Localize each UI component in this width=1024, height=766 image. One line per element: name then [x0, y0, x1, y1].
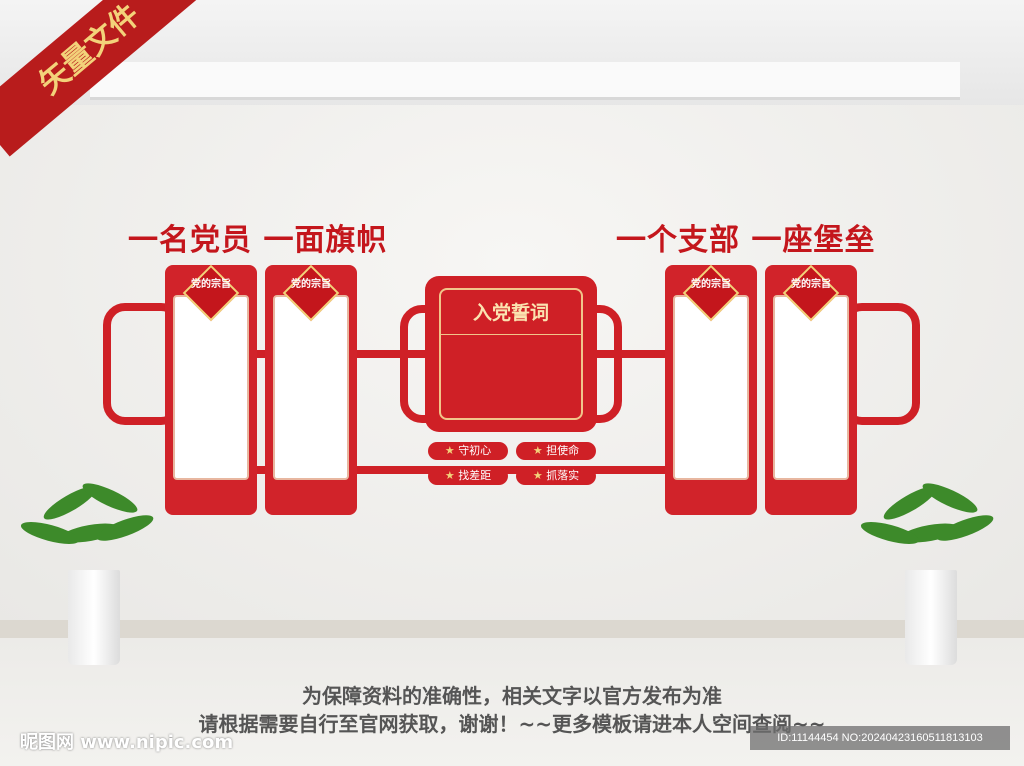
notice-line-2: 请根据需要自行至官网获取，谢谢！~~更多模板请进本人空间查阅~~: [198, 712, 826, 736]
pill-2: ★ 担使命: [516, 442, 596, 460]
ceiling: [0, 0, 1024, 110]
panel-3: 党的宗旨: [665, 264, 757, 515]
oath-board: 入党誓词: [425, 276, 597, 432]
heading-right: 一个支部 一座堡垒: [616, 223, 876, 258]
pill-4: ★ 抓落实: [516, 467, 596, 485]
pill-3: ★ 找差距: [428, 467, 508, 485]
pill-1: ★ 守初心: [428, 442, 508, 460]
watermark-logo: 昵图网 www.nipic.com: [20, 732, 234, 753]
heading-left: 一名党员 一面旗帜: [128, 223, 388, 258]
watermark-id: ID:11144454 NO:20240423160511813103: [750, 726, 1010, 750]
baseboard: [0, 620, 1024, 638]
notice-line-1: 为保障资料的准确性，相关文字以官方发布为准: [302, 684, 722, 708]
panel-1: 党的宗旨: [165, 264, 257, 515]
ceiling-light-strip: [90, 62, 960, 100]
panel-2: 党的宗旨: [265, 264, 357, 515]
panel-4: 党的宗旨: [765, 264, 857, 515]
board-title: 入党誓词: [472, 302, 549, 324]
